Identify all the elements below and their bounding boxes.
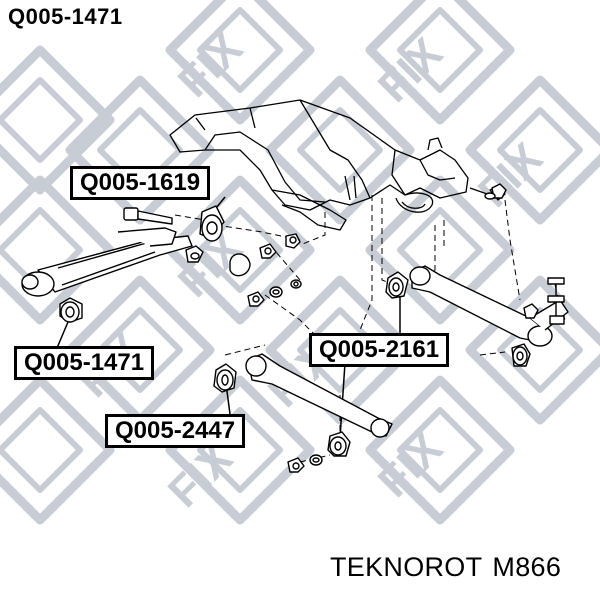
bushing-q005-1619 (199, 205, 225, 242)
right-arm-assembly (385, 183, 569, 367)
bushing-q005-2161 (385, 271, 531, 367)
nut-group-2 (484, 183, 539, 319)
bushing-q005-2447 (213, 363, 351, 457)
page-title: Q005-1471 (8, 4, 123, 29)
bushing-q005-1471 (59, 297, 83, 323)
stabilizer-link (547, 277, 565, 325)
brand-name: TEKNOROT (330, 552, 483, 582)
brand-footer: TEKNOROT M866 (330, 552, 571, 583)
callout-label: Q005-1619 (70, 166, 211, 200)
brand-model: M866 (492, 552, 562, 582)
svg-text:FIX: FIX (469, 134, 552, 217)
bolt-upper (123, 207, 173, 225)
watermark-pattern (0, 0, 600, 520)
upper-arm-assembly (21, 205, 302, 323)
nut-group-1 (185, 233, 302, 307)
callout-label: Q005-2447 (105, 414, 246, 448)
nut-group-3 (287, 454, 323, 473)
callout-label: Q005-1471 (14, 346, 155, 380)
lower-arm-assembly (213, 353, 393, 473)
callout-label: Q005-2161 (309, 333, 450, 367)
subframe (169, 99, 506, 231)
